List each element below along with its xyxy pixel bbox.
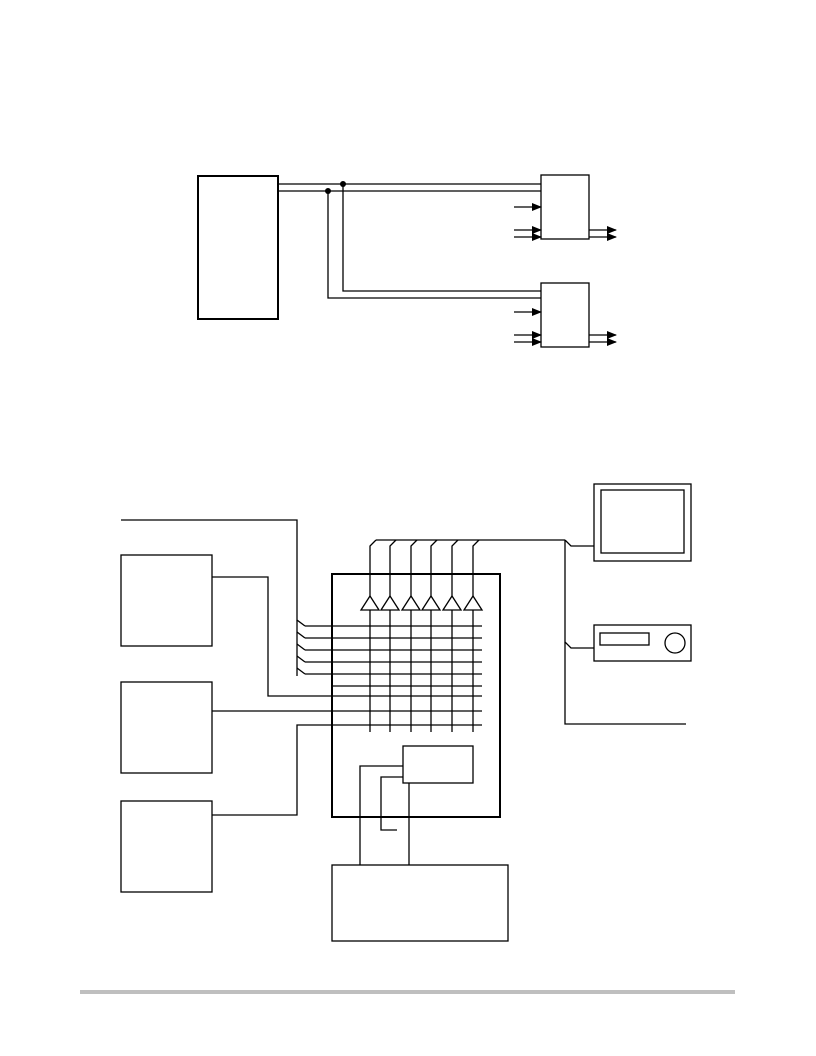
input-arrows-1 <box>514 203 542 241</box>
output-arrows-2 <box>589 331 617 346</box>
monitor-link <box>564 539 594 547</box>
external-input-line <box>121 519 306 627</box>
bus-branch <box>327 184 541 299</box>
crosspoint-columns <box>369 610 474 732</box>
controller-block <box>197 175 279 320</box>
buffer-icon <box>441 594 463 611</box>
buffer-icon <box>462 594 484 611</box>
receiver-block-1 <box>540 174 590 240</box>
buffer-icon <box>420 594 442 611</box>
source-1-line <box>212 576 332 697</box>
source-3-line <box>212 724 332 816</box>
receiver-link <box>564 540 594 649</box>
host-block <box>331 864 509 942</box>
output-arrows-1 <box>589 226 617 241</box>
bottom-diagram <box>120 483 692 942</box>
buffer-icon <box>359 594 381 611</box>
input-arrows-2 <box>514 308 542 346</box>
buffer-icon <box>379 594 401 611</box>
junction-dot <box>325 188 331 194</box>
control-link-1 <box>359 765 403 865</box>
top-diagram <box>197 174 617 348</box>
control-block <box>402 745 474 784</box>
source-block-3 <box>120 800 213 893</box>
buffer-icon <box>400 594 422 611</box>
output-risers <box>369 539 480 596</box>
control-link-3 <box>380 776 403 831</box>
extra-output-line <box>564 642 686 725</box>
monitor-icon <box>593 483 692 562</box>
junction-dot <box>340 181 346 187</box>
source-block-1 <box>120 554 213 647</box>
receiver-block-2 <box>540 282 590 348</box>
bus-main <box>278 183 541 192</box>
source-block-2 <box>120 681 213 774</box>
buffer-triangles <box>359 594 484 611</box>
receiver-unit-icon <box>593 624 692 662</box>
input-bundle <box>296 620 306 676</box>
footer-rule <box>80 990 735 994</box>
